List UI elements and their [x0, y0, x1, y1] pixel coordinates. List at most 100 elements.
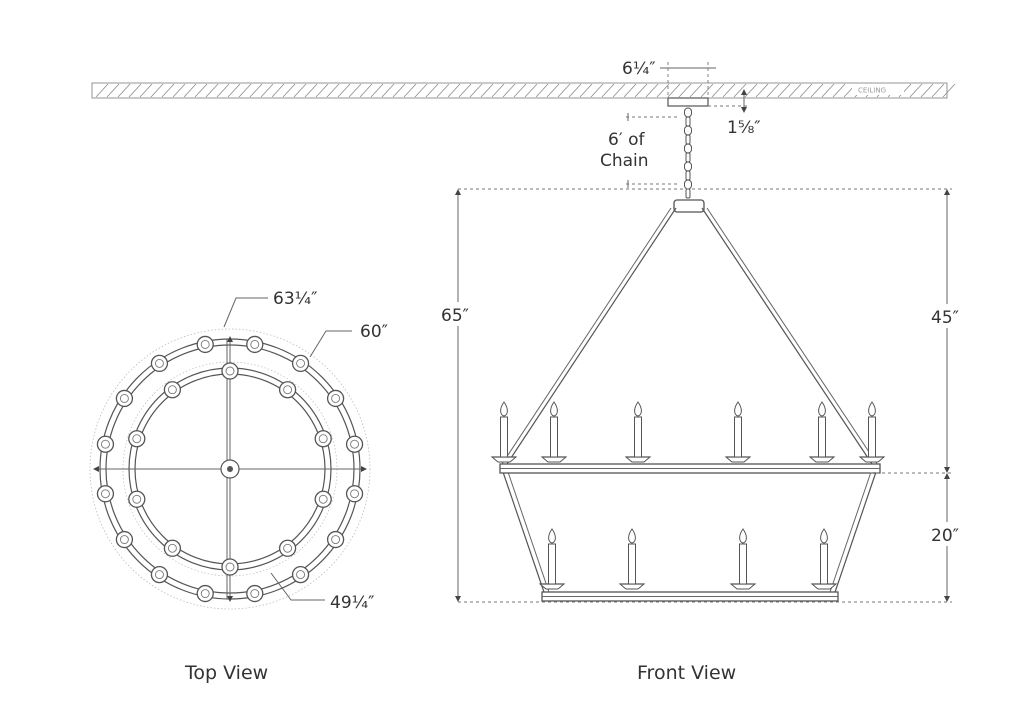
rod-upper-right: [701, 207, 873, 465]
candle-flame: [868, 401, 876, 417]
light-cup-outer: [326, 389, 345, 408]
ceiling-hatch-line: [337, 83, 351, 98]
light-cup-inner: [296, 358, 306, 368]
upper-height-label: 45″: [931, 308, 959, 328]
light-cup: [196, 584, 214, 603]
light-cup-outer: [163, 539, 182, 557]
light-cup: [150, 354, 169, 373]
ceiling-hatch-line: [260, 83, 274, 98]
light-cup: [150, 565, 169, 584]
chain-link: [684, 125, 692, 136]
canopy-height-label: 1⅝″: [727, 118, 761, 138]
chain-link: [684, 107, 692, 118]
ceiling-hatch-line: [227, 83, 241, 98]
candle-flame: [500, 401, 508, 417]
light-cup-outer: [128, 490, 146, 508]
light-cup-inner: [250, 339, 260, 349]
candle-sleeve: [820, 543, 828, 585]
candle-cup: [808, 456, 836, 463]
ceiling-hatch-line: [315, 83, 329, 98]
chain-link: [684, 161, 692, 172]
candle-flame: [550, 401, 558, 417]
light-cup-inner: [283, 385, 293, 395]
light-cup-inner: [167, 385, 177, 395]
ring-diameter-leader: [309, 330, 352, 358]
light-cup-outer: [278, 381, 297, 399]
outer-diameter-leader: [223, 297, 268, 328]
ceiling-hatch-line: [282, 83, 296, 98]
candle-cup: [729, 583, 757, 590]
light-cup-outer: [246, 335, 264, 354]
candle-cup: [624, 456, 652, 463]
light-cup-inner: [200, 589, 210, 599]
ceiling-hatch-line: [150, 83, 164, 98]
light-cup: [163, 381, 182, 399]
ceiling-hatch-line: [271, 83, 285, 98]
light-cup-inner: [250, 589, 260, 599]
candle-flame: [548, 528, 556, 544]
chain-link: [685, 134, 691, 145]
rod-lower-right: [832, 471, 877, 599]
ceiling-hatch-line: [359, 83, 373, 98]
candle: [810, 528, 838, 590]
candle-cup: [618, 583, 646, 590]
chain-link: [685, 170, 691, 181]
chain-label-line2: Chain: [600, 151, 649, 171]
ceiling-hatch-line: [568, 83, 582, 98]
dim-overall-bg: [432, 302, 484, 326]
candle-cup: [810, 583, 838, 590]
light-cup-outer: [246, 584, 264, 603]
candle-cup: [538, 583, 566, 590]
candle-cup: [490, 456, 518, 463]
ceiling-hatch-line: [161, 83, 175, 98]
candle: [808, 401, 836, 463]
ceiling-hatch-line: [381, 83, 395, 98]
ceiling-hatch-line: [172, 83, 186, 98]
rod-lower-right-b: [827, 471, 872, 599]
candle: [618, 528, 646, 590]
ceiling-hatch-line: [183, 83, 197, 98]
light-cup-inner: [331, 393, 341, 403]
top-view-hub-inner: [227, 466, 233, 472]
ceiling-hatch-line: [480, 83, 494, 98]
light-cup: [326, 389, 345, 408]
ceiling-outline: [91, 82, 948, 99]
ceiling-hatch-line: [755, 83, 769, 98]
light-cup: [345, 485, 364, 503]
chain: 6′ of Chain: [600, 107, 692, 199]
ceiling-hatch-line: [557, 83, 571, 98]
light-cup-inner: [119, 393, 129, 403]
inner-diameter-label: 49¼″: [330, 593, 374, 613]
lower-height-label: 20″: [931, 526, 959, 546]
light-cup: [96, 485, 115, 503]
inner-ring-lights: [128, 362, 332, 576]
chain-link: [684, 179, 692, 190]
ceiling-hatch-line: [139, 83, 153, 98]
light-cup-inner: [225, 366, 235, 376]
ceiling-hatch-line: [920, 83, 934, 98]
ceiling-hatch-line: [722, 83, 736, 98]
ceiling-hatch-line: [733, 83, 747, 98]
light-cup: [128, 430, 146, 448]
ceiling-hatch-line: [689, 83, 703, 98]
candle: [624, 401, 652, 463]
ceiling-hatch-line: [524, 83, 538, 98]
light-cup-inner: [132, 434, 142, 444]
overall-height-label: 65″: [441, 306, 469, 326]
ceiling-hatch-line: [304, 83, 318, 98]
chain-link: [685, 152, 691, 163]
light-cup-outer: [115, 389, 134, 408]
ceiling-hatch-line: [436, 83, 450, 98]
light-cup-inner: [154, 570, 164, 580]
ceiling-hatch-line: [832, 83, 846, 98]
candle-flame: [734, 401, 742, 417]
light-cup-inner: [331, 535, 341, 545]
outer-diameter-label: 63¼″: [273, 289, 317, 309]
candle: [538, 528, 566, 590]
light-cup-inner: [100, 439, 110, 449]
ceiling-hatch-line: [810, 83, 824, 98]
ceiling-hatch-line: [777, 83, 791, 98]
candle-flame: [739, 528, 747, 544]
